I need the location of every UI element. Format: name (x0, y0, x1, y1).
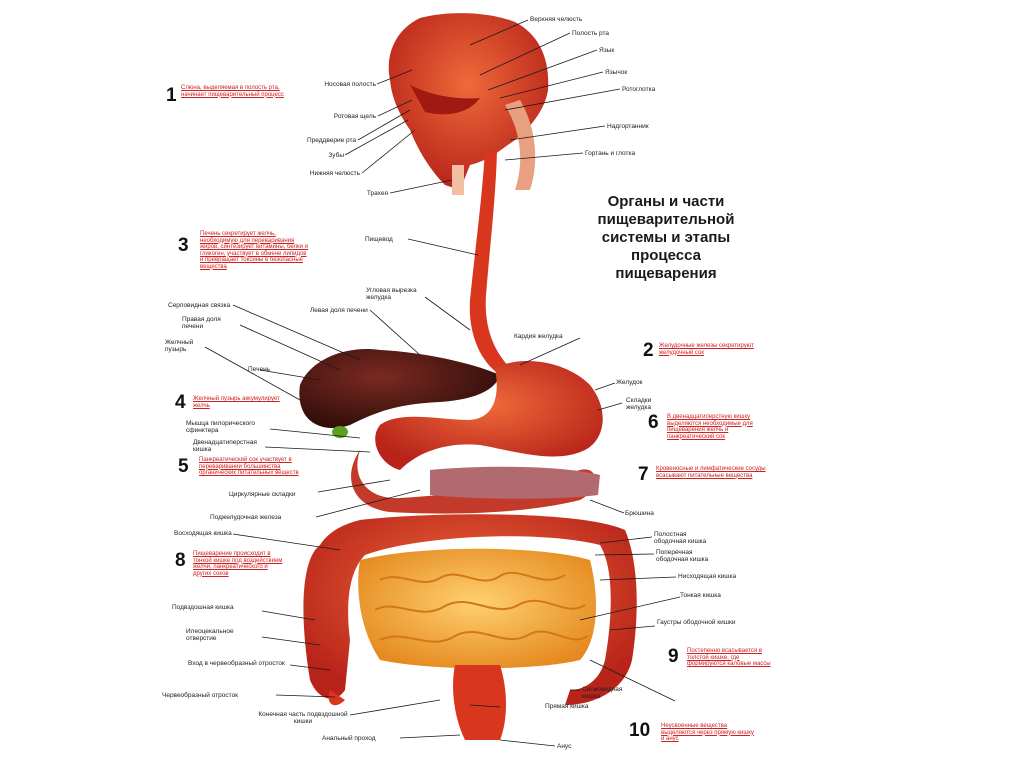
label-sigmoid: Сигмовидная кишка (582, 686, 623, 700)
label-epiglottis: Надгортанник (607, 123, 649, 130)
label-ileocecal: Илеоцекальное отверстие (186, 628, 234, 642)
step-number-5: 5 (178, 456, 189, 477)
label-upper-jaw: Верхняя челюсть (530, 16, 583, 23)
label-small-intestine: Тонкая кишка (680, 592, 721, 599)
gallbladder-shape (332, 426, 348, 438)
step-number-1: 1 (166, 85, 177, 106)
label-anal-canal: Анальный проход (322, 735, 376, 742)
label-mouth-slit: Ротовая щель (333, 113, 376, 120)
label-haustra: Гаустры ободочной кишки (657, 619, 736, 626)
label-stomach: Желудок (616, 379, 643, 386)
label-mesentery: Брюшина (625, 510, 654, 517)
step-note-6: В двенадцатиперстную кишку выделяются не… (667, 414, 753, 440)
label-folds: Складки желудка (626, 397, 652, 411)
step-note-10: Неусвоенные вещества выделяются через пр… (661, 723, 754, 742)
step-number-8: 8 (175, 550, 186, 571)
title-line-3: системы и этапы (601, 229, 731, 246)
label-anus: Анус (557, 743, 572, 750)
title-line-2: пищеварительной (597, 211, 735, 228)
stomach-shape (375, 361, 603, 470)
label-lower-jaw: Нижняя челюсть (309, 170, 360, 177)
title-line-1: Органы и части (607, 193, 725, 210)
intestine-coils (374, 571, 589, 643)
label-appendix: Червеобразный отросток (162, 692, 239, 699)
step-number-7: 7 (638, 464, 649, 485)
trachea-shape (452, 165, 464, 195)
label-rectum-end: Конечная часть подвздошной кишки (258, 711, 348, 725)
label-sphincter: Мышца пилорического сфинктера (186, 420, 255, 434)
title-line-4: процесса (631, 247, 701, 264)
small-intestine-shape (358, 548, 596, 669)
step-number-6: 6 (648, 412, 659, 433)
label-nasal-cavity: Носовая полость (324, 81, 376, 88)
oral-cavity (410, 85, 480, 115)
esophagus-tube (469, 150, 512, 375)
label-uvula: Язычок (605, 69, 628, 76)
step-note-5: Панкреатический сок участвует в перевари… (199, 457, 299, 476)
label-ileum: Подвздошная кишка (172, 604, 234, 611)
rectum-shape (453, 665, 506, 740)
large-intestine (303, 514, 637, 705)
poster-title: Органы и части пищеварительной системы и… (581, 193, 751, 283)
label-oropharynx: Ротоглотка (622, 86, 656, 93)
label-cardia: Кардия желудка (514, 333, 563, 340)
label-trachea: Трахея (366, 190, 388, 197)
label-hollow-colon: Полостная ободочная кишка (654, 531, 707, 545)
label-pancreas: Поджелудочная железа (210, 514, 282, 521)
label-transverse: Поперечная ободочная кишка (656, 549, 709, 563)
label-gallbladder: Желчный пузырь (165, 339, 194, 353)
label-rectum: Прямая кишка (545, 703, 589, 710)
label-duodenum: Двенадцатиперстная кишка (193, 439, 257, 453)
step-note-2: Желудочные железы секретируют желудочный… (659, 343, 754, 356)
label-oral-cavity: Полость рта (572, 30, 610, 37)
step-number-9: 9 (668, 646, 679, 667)
label-esophagus: Пищевод (365, 236, 393, 243)
liver-shape (299, 349, 500, 429)
pancreas-shape (430, 466, 600, 499)
step-note-9: Постепенно всасывается в толстой кишке, … (687, 648, 771, 667)
spine (505, 100, 536, 190)
leader-lines (204, 19, 681, 747)
appendix-shape (328, 690, 345, 706)
label-left-lobe: Левая доля печени (310, 307, 368, 314)
label-ascending: Восходящая кишка (174, 530, 232, 537)
label-vestibule: Преддверие рта (307, 137, 356, 144)
step-note-1: Слюна, выделяемая в полость рта, начинае… (181, 85, 284, 98)
step-note-7: Кровеносные и лимфатические сосуды всасы… (656, 466, 766, 479)
step-note-8: Пищеварение происходит в тонкой кишке по… (193, 551, 283, 577)
label-appendix-entry: Вход в червеобразный отросток (188, 660, 285, 667)
label-angular-notch: Угловая вырезка желудка (366, 287, 417, 301)
label-right-lobe: Правая доля печени (182, 316, 221, 330)
title-line-5: пищеварения (615, 265, 717, 282)
step-number-3: 3 (178, 235, 189, 256)
step-number-2: 2 (643, 340, 654, 361)
label-tongue: Язык (599, 47, 615, 54)
step-note-4: Желчный пузырь аккумулирует желчь (193, 396, 280, 409)
label-circular-folds: Циркулярные складки (229, 491, 296, 498)
step-number-10: 10 (629, 720, 651, 741)
label-falciform: Серповидная связка (168, 302, 231, 309)
label-liver: Печень (248, 366, 271, 373)
label-larynx: Гортань и глотка (585, 150, 636, 157)
label-descending: Нисходящая кишка (678, 573, 737, 580)
label-teeth: Зубы (328, 152, 344, 159)
step-note-3: Печень секретирует желчь, необходимую дл… (200, 231, 308, 270)
step-number-4: 4 (175, 392, 186, 413)
